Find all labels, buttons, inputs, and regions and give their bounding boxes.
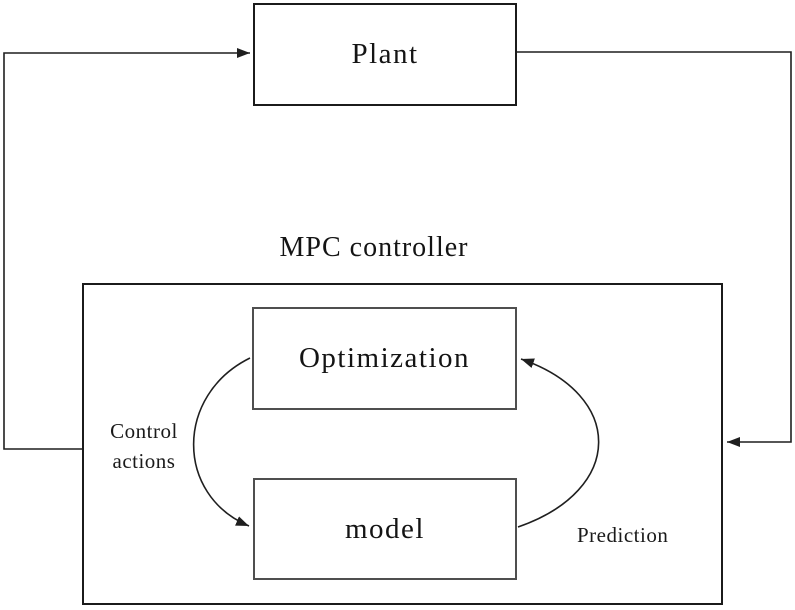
plant-label: Plant xyxy=(351,38,419,70)
control-actions-line1: Control xyxy=(110,419,178,443)
control-actions-label: Control actions xyxy=(96,416,192,476)
optimization-label: Optimization xyxy=(298,342,471,374)
optimization-box: Optimization xyxy=(252,307,517,410)
mpc-controller-title: MPC controller xyxy=(279,232,469,263)
prediction-label: Prediction xyxy=(577,523,669,547)
plant-box: Plant xyxy=(253,3,517,106)
model-box: model xyxy=(253,478,517,580)
mpc-controller-box xyxy=(82,283,723,605)
control-actions-line2: actions xyxy=(112,449,176,473)
model-label: model xyxy=(345,512,425,545)
